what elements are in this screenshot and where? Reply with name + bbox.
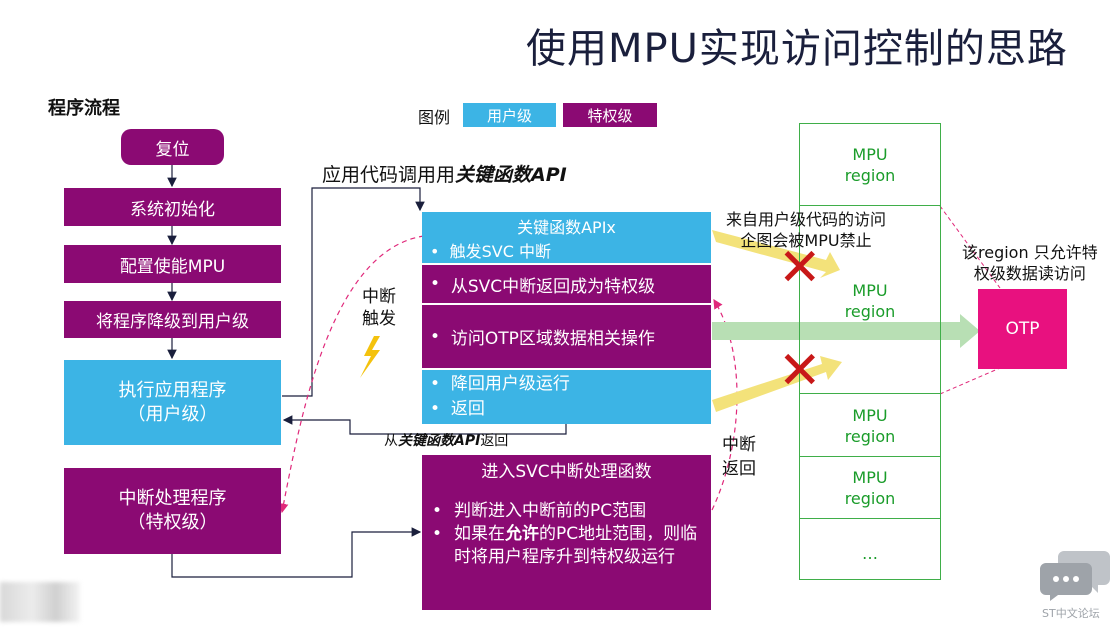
blocked-x-icon-bottom: ✕ (778, 341, 822, 401)
key-func-downgrade-item: • 降回用户级运行 (430, 374, 570, 394)
arrow-isr-svc (171, 527, 422, 578)
mpu-divider-3 (799, 456, 941, 457)
key-func-return-priv: • 从SVC中断返回成为特权级 (422, 265, 711, 303)
legend-user-label: 用户级 (486, 106, 532, 125)
key-func-trigger-text: 触发SVC 中断 (449, 242, 551, 261)
downgrade-label: 将程序降级到用户级 (96, 312, 249, 332)
interrupt-trigger-line1: 中断 (362, 287, 396, 307)
chat-bubbles-icon (1040, 551, 1110, 601)
isr-line1: 中断处理程序 (118, 488, 227, 509)
svc-bullet2: •如果在允许的PC地址范围，则临时将用户程序升到特权级运行 (432, 524, 698, 567)
otp-label: OTP (1005, 319, 1040, 339)
user-access-note-line1: 来自用户级代码的访问 (726, 210, 887, 229)
key-func-otp: • 访问OTP区域数据相关操作 (422, 305, 711, 368)
yellow-blocked-arrow-top (712, 230, 840, 278)
mpu-region-2: MPU region (799, 280, 941, 322)
flow-heading: 程序流程 (48, 98, 120, 119)
mpu-region-2-line1: MPU (852, 281, 888, 300)
dashed-region-otp-top (939, 205, 1001, 289)
call-label: 应用代码调用用关键函数API (322, 160, 567, 187)
mpu-divider-1 (799, 205, 941, 206)
return-label-prefix: 从 (384, 433, 398, 449)
app-box: 执行应用程序 （用户级） (64, 360, 281, 445)
key-func-title: 关键函数APIx (517, 218, 616, 237)
reset-box: 复位 (121, 129, 224, 165)
user-access-note-line2: 企图会被MPU禁止 (740, 231, 872, 250)
legend-privileged: 特权级 (563, 103, 657, 127)
svc-title: 进入SVC中断处理函数 (481, 462, 652, 482)
key-func-trigger-item: • 触发SVC 中断 (430, 242, 551, 261)
arrow-call-api (282, 187, 425, 397)
return-label: 从关键函数API返回 (384, 430, 508, 450)
svc-bullet2-bold: 允许 (505, 524, 539, 544)
mpu-divider-2 (799, 393, 941, 394)
mpu-region-4-line1: MPU (852, 468, 888, 487)
interrupt-trigger-label: 中断 触发 (362, 286, 396, 330)
mpu-region-1-line2: region (844, 166, 896, 185)
init-box: 系统初始化 (64, 188, 281, 226)
return-label-suffix: 返回 (480, 433, 509, 449)
dashed-region-otp-bottom (939, 367, 1001, 395)
user-access-note: 来自用户级代码的访问 企图会被MPU禁止 (726, 209, 886, 251)
watermark-text: ST中文论坛 (1042, 607, 1100, 620)
app-line2: （用户级） (127, 403, 218, 425)
isr-line2: （特权级） (127, 512, 218, 533)
blocked-x-icon-top: ✕ (778, 238, 822, 298)
key-func-bottom: • 降回用户级运行 • 返回 (422, 370, 711, 424)
mpu-region-2-line2: region (844, 302, 896, 321)
region-note-line2: 权级数据读访问 (973, 264, 1086, 283)
mpu-region-1-line1: MPU (852, 145, 888, 164)
yellow-blocked-arrow-bottom (712, 356, 842, 412)
interrupt-return-label: 中断 返回 (722, 433, 756, 481)
mpu-region-4-line2: region (844, 489, 896, 508)
svc-bullet1: •判断进入中断前的PC范围 (432, 501, 647, 521)
lightning-icon (360, 336, 380, 378)
legend-label: 图例 (418, 108, 451, 127)
key-func-return-text: 返回 (450, 399, 485, 419)
downgrade-box: 将程序降级到用户级 (64, 301, 281, 338)
green-access-arrow (712, 314, 980, 348)
reset-label: 复位 (155, 139, 190, 160)
app-line1: 执行应用程序 (118, 379, 227, 401)
init-label: 系统初始化 (130, 199, 215, 220)
key-func-return-item: • 返回 (430, 399, 485, 419)
arrow-return-api (282, 415, 567, 435)
region-note: 该region 只允许特 权级数据读访问 (962, 242, 1098, 284)
key-func-otp-text: 访问OTP区域数据相关操作 (450, 329, 655, 349)
mpu-region-3-line2: region (844, 427, 896, 446)
config-mpu-box: 配置使能MPU (64, 245, 281, 283)
key-func-downgrade-text: 降回用户级运行 (450, 374, 570, 394)
dashed-interrupt-return (711, 298, 738, 511)
mpu-region-3-line1: MPU (852, 406, 888, 425)
config-mpu-label: 配置使能MPU (119, 256, 226, 277)
mpu-region-4: MPU region (799, 467, 941, 509)
mpu-region-3: MPU region (799, 405, 941, 447)
svc-bullet2-pre: 如果在 (454, 524, 505, 544)
key-func-top: 关键函数APIx • 触发SVC 中断 (422, 212, 711, 263)
call-label-prefix: 应用代码调用用 (322, 164, 456, 186)
svc-bullet2-post: 的PC地址范围，则临时将用户程序升到特权级运行 (454, 524, 698, 567)
page-title: 使用MPU实现访问控制的思路 (526, 26, 1068, 72)
svc-box: 进入SVC中断处理函数 •判断进入中断前的PC范围 •如果在允许的PC地址范围，… (422, 455, 711, 610)
call-label-api: 关键函数API (455, 164, 567, 186)
mpu-region-1: MPU region (799, 144, 941, 186)
mpu-divider-4 (799, 518, 941, 519)
legend-privileged-label: 特权级 (587, 106, 633, 125)
legend-user: 用户级 (463, 103, 556, 127)
otp-box: OTP (978, 289, 1067, 369)
mpu-ellipsis: … (862, 544, 878, 563)
return-label-api: 关键函数API (398, 433, 481, 449)
key-func-return-priv-text: 从SVC中断返回成为特权级 (450, 276, 656, 297)
blurred-avatar (0, 582, 80, 622)
dashed-interrupt-trigger (278, 235, 425, 514)
region-note-line1: 该region 只允许特 (962, 243, 1098, 262)
interrupt-return-line2: 返回 (722, 459, 756, 479)
svc-bullet1-text: 判断进入中断前的PC范围 (454, 501, 647, 521)
isr-box: 中断处理程序 （特权级） (64, 468, 281, 554)
mpu-column (799, 123, 941, 580)
interrupt-trigger-line2: 触发 (362, 309, 396, 329)
interrupt-return-line1: 中断 (722, 435, 756, 455)
